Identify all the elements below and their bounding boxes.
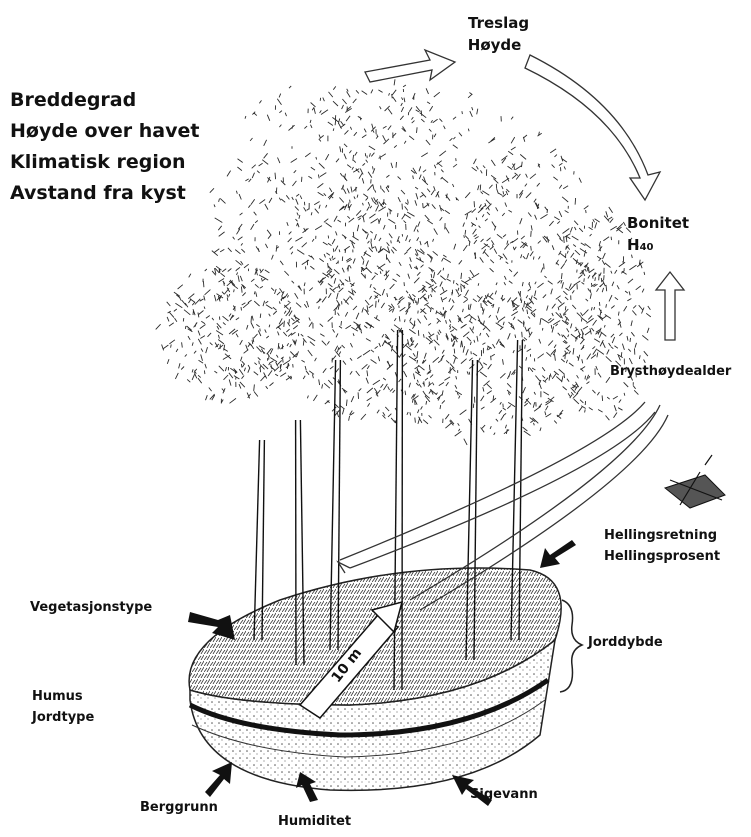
vegetation-arrow bbox=[188, 612, 235, 640]
tree-crown bbox=[156, 261, 300, 403]
site-factor-coast-distance: Avstand fra kyst bbox=[10, 178, 199, 209]
bedrock-arrow bbox=[205, 762, 232, 797]
slope-label: Hellingsretning Hellingsprosent bbox=[604, 525, 720, 567]
brysthoydealder-label: Brysthøydealder bbox=[610, 362, 731, 382]
site-index-label: Bonitet H40 bbox=[627, 212, 689, 259]
humiditet-label: Humiditet bbox=[278, 812, 351, 832]
site-factor-altitude: Høyde over havet bbox=[10, 116, 199, 147]
tree-crown bbox=[350, 281, 586, 445]
h40-subscript: 40 bbox=[640, 242, 654, 253]
berggrunn-label: Berggrunn bbox=[140, 798, 218, 818]
growth-cycle-arrows bbox=[365, 50, 684, 340]
jorddybde-label: Jorddybde bbox=[588, 633, 663, 653]
slope-direction-sketch bbox=[665, 455, 725, 508]
species-height-label: Treslag Høyde bbox=[466, 12, 529, 56]
vegetasjonstype-label: Vegetasjonstype bbox=[30, 598, 152, 618]
hellingsretning-text: Hellingsretning bbox=[604, 525, 720, 546]
slope-arrow bbox=[540, 540, 576, 568]
site-factor-climate-region: Klimatisk region bbox=[10, 147, 199, 178]
hoyde-text: Høyde bbox=[460, 34, 529, 56]
tree-crowns bbox=[156, 79, 651, 445]
humus-text: Humus bbox=[32, 686, 94, 707]
tree-crown bbox=[349, 88, 549, 374]
soil-depth-bracket bbox=[560, 600, 582, 692]
h40-letter: H bbox=[627, 236, 640, 254]
site-factor-latitude: Breddegrad bbox=[10, 85, 199, 116]
site-factor-list: Breddegrad Høyde over havet Klimatisk re… bbox=[10, 85, 199, 209]
h40-text: H40 bbox=[627, 234, 689, 259]
treslag-text: Treslag bbox=[466, 12, 529, 34]
sigevann-label: Sigevann bbox=[470, 785, 538, 805]
soil-type-label: Humus Jordtype bbox=[32, 686, 94, 728]
jordtype-text: Jordtype bbox=[32, 707, 94, 728]
hellingsprosent-text: Hellingsprosent bbox=[604, 546, 720, 567]
bonitet-text: Bonitet bbox=[627, 212, 689, 234]
